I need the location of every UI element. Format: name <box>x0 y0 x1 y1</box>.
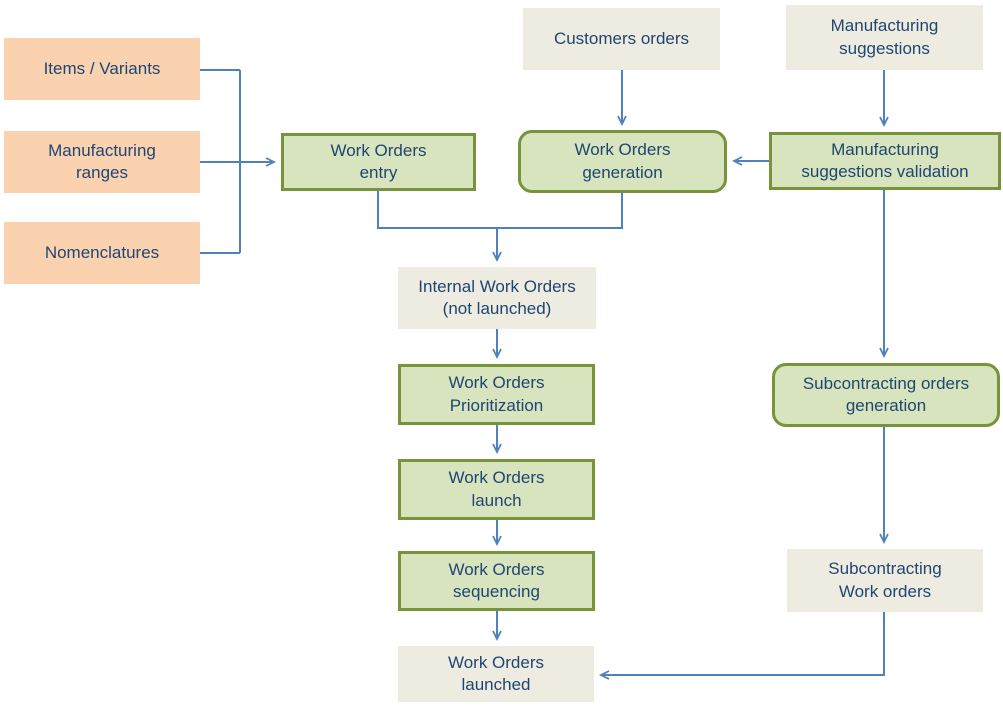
node-nomenclatures: Nomenclatures <box>4 222 200 284</box>
node-subcontracting-work-orders: Subcontracting Work orders <box>787 549 983 612</box>
node-work-orders-sequencing: Work Orders sequencing <box>398 551 595 611</box>
node-work-orders-generation: Work Orders generation <box>518 130 727 193</box>
connector-entry-generation-junction <box>377 191 623 229</box>
node-customers-orders: Customers orders <box>523 8 720 70</box>
node-work-orders-launched: Work Orders launched <box>398 646 594 702</box>
arrow-subworkorders-to-launched <box>598 612 885 680</box>
node-work-orders-entry: Work Orders entry <box>281 133 476 191</box>
node-items-variants: Items / Variants <box>4 38 200 100</box>
node-manufacturing-ranges: Manufacturing ranges <box>4 131 200 193</box>
node-work-orders-launch: Work Orders launch <box>398 459 595 520</box>
node-work-orders-prioritization: Work Orders Prioritization <box>398 364 595 425</box>
node-manufacturing-suggestions: Manufacturing suggestions <box>786 5 983 70</box>
node-manufacturing-suggestions-validation: Manufacturing suggestions validation <box>769 132 1001 190</box>
node-subcontracting-orders-generation: Subcontracting orders generation <box>772 363 1000 427</box>
node-internal-work-orders: Internal Work Orders (not launched) <box>398 267 596 329</box>
